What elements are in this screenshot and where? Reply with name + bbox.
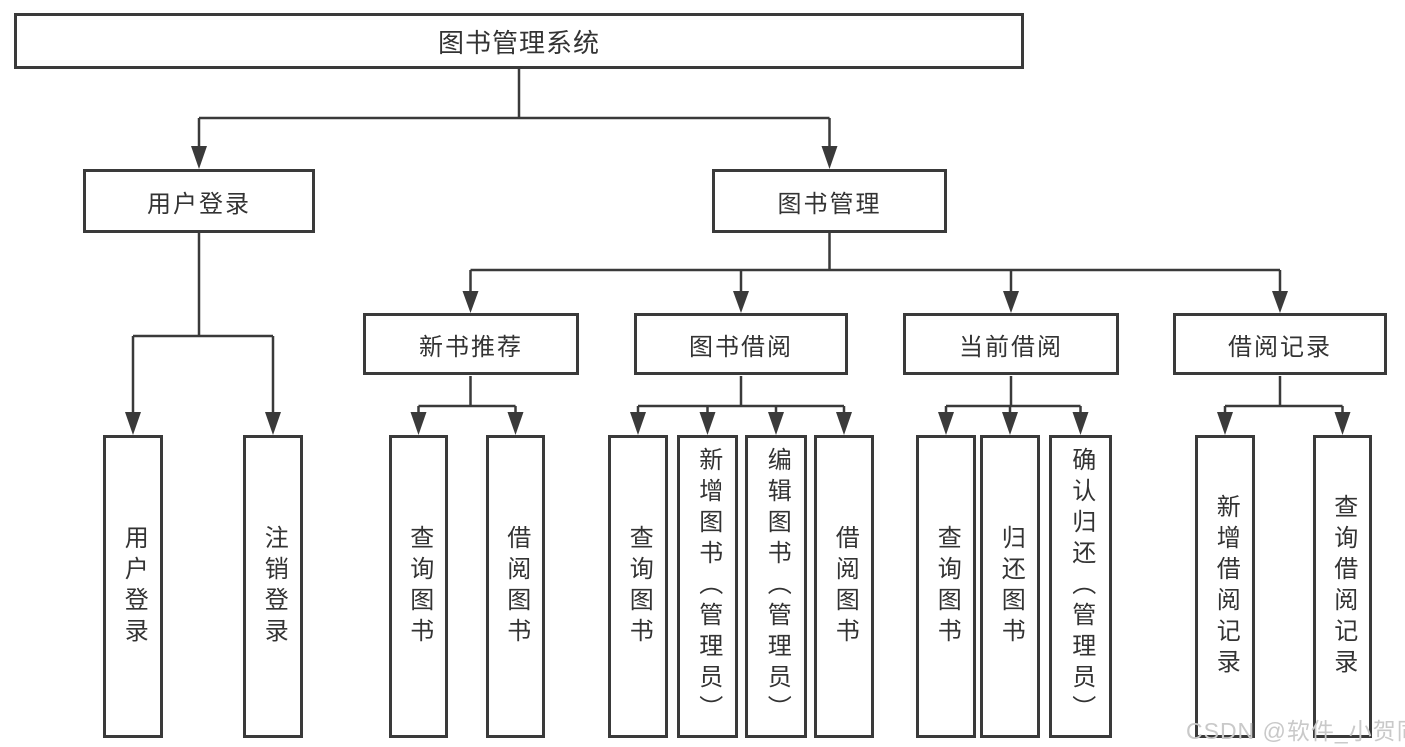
arrow-down-icon xyxy=(1272,291,1288,313)
node-label: 图书管理系统 xyxy=(437,27,600,58)
node-label: 归还图书 xyxy=(997,524,1025,649)
node-label: 查询图书 xyxy=(405,524,433,649)
node-borrowing-records: 借阅记录 xyxy=(1173,313,1387,375)
node-book-borrowing: 图书借阅 xyxy=(634,313,848,375)
node-label: 新增借阅记录 xyxy=(1212,493,1240,680)
arrow-down-icon xyxy=(938,412,954,435)
node-label: 图书管理 xyxy=(777,190,882,218)
leaf-borrow-edit-books-admin: 编辑图书（管理员） xyxy=(745,435,807,738)
node-current-borrowing: 当前借阅 xyxy=(903,313,1119,375)
arrow-down-icon xyxy=(821,146,838,169)
connector-current-to-leaves xyxy=(938,376,1089,435)
leaf-add-borrowing-record: 新增借阅记录 xyxy=(1195,435,1255,738)
node-label: 图书借阅 xyxy=(689,333,793,361)
node-new-book-recommendation: 新书推荐 xyxy=(363,313,579,375)
connector-recommend-to-leaves xyxy=(410,376,524,435)
arrow-down-icon xyxy=(265,412,281,435)
leaf-recommend-query-books: 查询图书 xyxy=(389,435,448,738)
arrow-down-icon xyxy=(733,291,749,313)
arrow-down-icon xyxy=(125,412,141,435)
node-library-system: 图书管理系统 xyxy=(14,13,1024,69)
connector-user-login-to-leaves xyxy=(125,233,281,435)
node-label: 新书推荐 xyxy=(419,333,523,361)
arrow-down-icon xyxy=(507,412,524,435)
node-label: 查询图书 xyxy=(625,524,653,649)
leaf-borrow-query-books: 查询图书 xyxy=(608,435,668,738)
leaf-recommend-borrow-books: 借阅图书 xyxy=(486,435,545,738)
arrow-down-icon xyxy=(699,412,716,435)
arrow-down-icon xyxy=(1217,412,1233,435)
leaf-current-return-books: 归还图书 xyxy=(980,435,1040,738)
arrow-down-icon xyxy=(410,412,427,435)
node-user-login: 用户登录 xyxy=(83,169,315,233)
leaf-current-confirm-return-admin: 确认归还（管理员） xyxy=(1049,435,1112,738)
leaf-current-query-books: 查询图书 xyxy=(916,435,976,738)
arrow-down-icon xyxy=(1002,412,1018,435)
node-label: 用户登录 xyxy=(120,524,148,649)
csdn-watermark: CSDN @软件_小贺同学 xyxy=(1186,718,1405,744)
arrow-down-icon xyxy=(836,412,852,435)
node-label: 当前借阅 xyxy=(959,333,1063,361)
node-label: 确认归还（管理员） xyxy=(1067,447,1095,726)
leaf-borrow-borrow-books: 借阅图书 xyxy=(814,435,874,738)
arrow-down-icon xyxy=(630,412,646,435)
leaf-logout: 注销登录 xyxy=(243,435,303,738)
arrow-down-icon xyxy=(1334,412,1351,435)
arrow-down-icon xyxy=(462,291,479,313)
leaf-user-login: 用户登录 xyxy=(103,435,163,738)
node-book-management: 图书管理 xyxy=(712,169,947,233)
node-label: 借阅图书 xyxy=(831,524,859,649)
leaf-query-borrowing-record: 查询借阅记录 xyxy=(1313,435,1372,738)
arrow-down-icon xyxy=(768,412,784,435)
arrow-down-icon xyxy=(1003,291,1019,313)
node-label: 借阅记录 xyxy=(1228,333,1332,361)
node-label: 注销登录 xyxy=(260,524,288,649)
connector-book-management-to-level3 xyxy=(462,233,1288,313)
connector-root-to-level2 xyxy=(191,69,838,169)
connector-records-to-leaves xyxy=(1217,376,1351,435)
node-label: 借阅图书 xyxy=(502,524,530,649)
node-label: 新增图书（管理员） xyxy=(694,447,722,726)
node-label: 编辑图书（管理员） xyxy=(763,447,791,726)
arrow-down-icon xyxy=(1072,412,1089,435)
connector-borrowing-to-leaves xyxy=(630,376,852,435)
node-label: 用户登录 xyxy=(147,190,251,218)
node-label: 查询图书 xyxy=(933,524,961,649)
leaf-borrow-add-books-admin: 新增图书（管理员） xyxy=(677,435,738,738)
arrow-down-icon xyxy=(191,146,207,169)
node-label: 查询借阅记录 xyxy=(1329,493,1357,680)
